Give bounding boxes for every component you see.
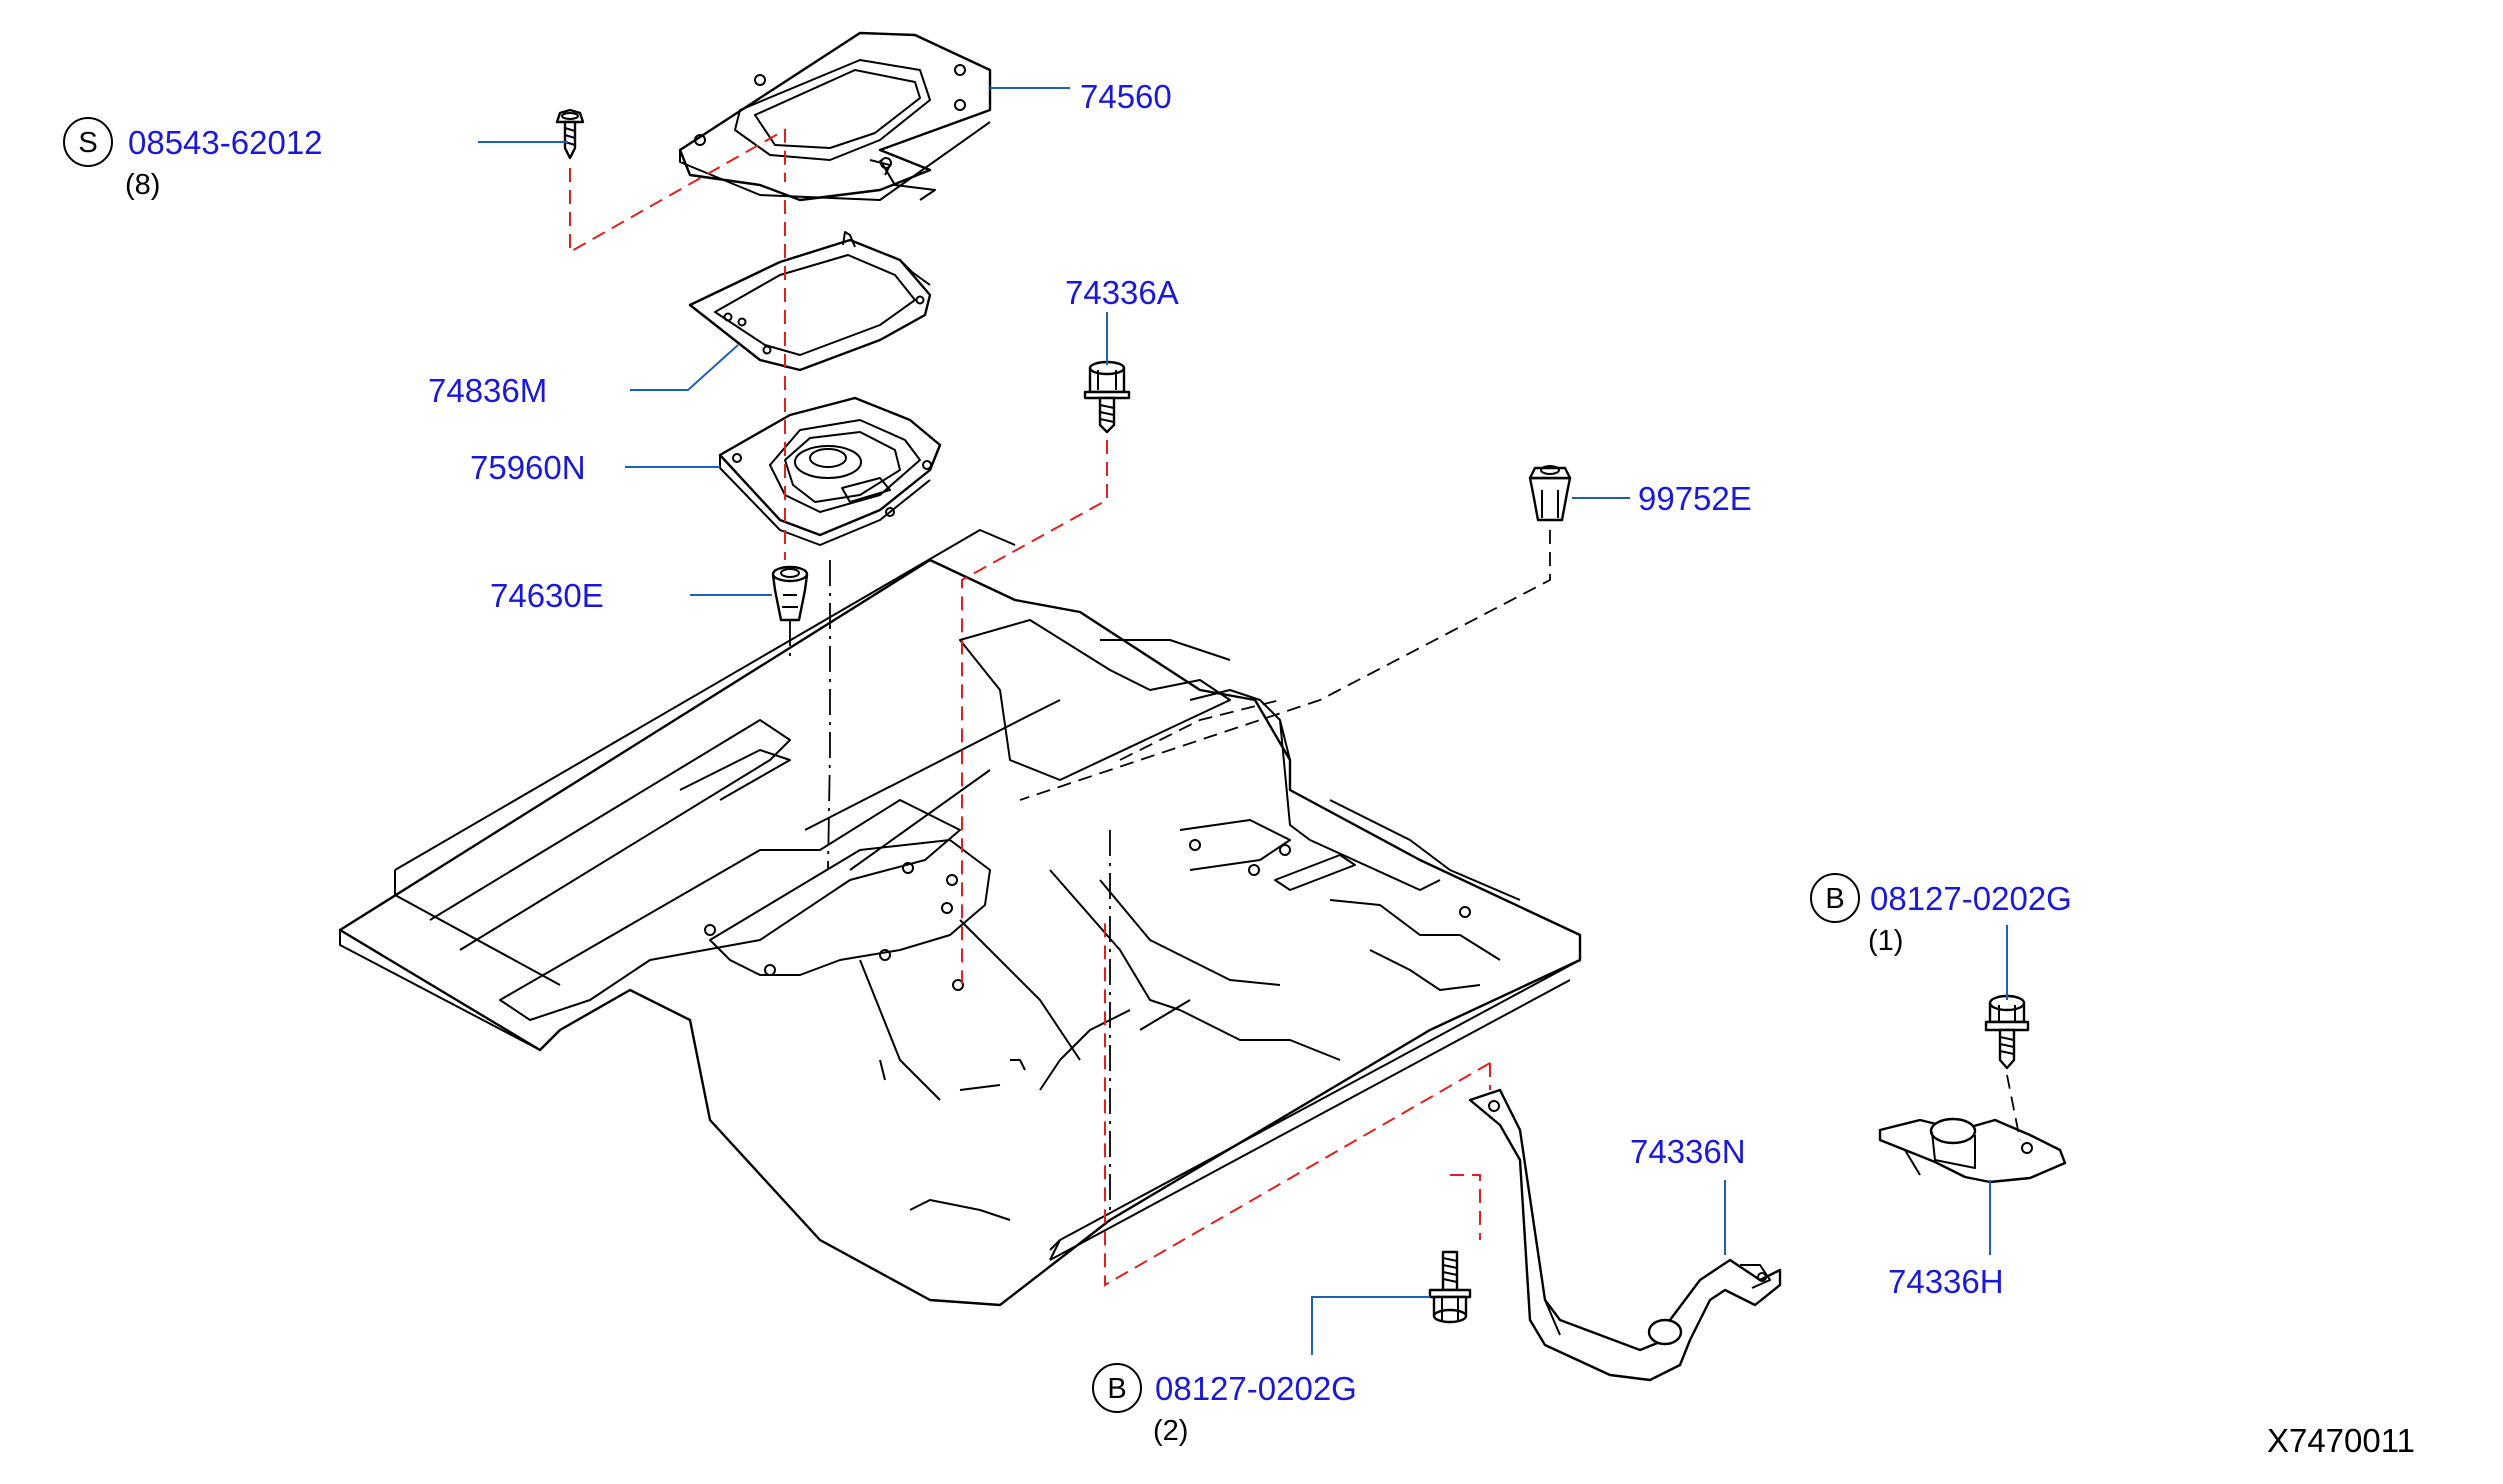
bolt-upper-code-circle bbox=[1810, 873, 1860, 923]
bolt-lower-code-circle bbox=[1092, 1363, 1142, 1413]
bolt-upper-quantity: (1) bbox=[1868, 925, 1903, 957]
clip-74630E bbox=[771, 565, 809, 622]
bolt-lower-part-number[interactable]: 08127-0202G bbox=[1155, 1370, 1357, 1407]
leader-lines bbox=[478, 87, 2008, 1355]
screw-quantity: (8) bbox=[125, 169, 160, 201]
gasket-plate-74836M bbox=[688, 231, 932, 372]
fastener-code-circles bbox=[63, 117, 1860, 1413]
screw-code-circle bbox=[63, 117, 113, 167]
part-number-99752E[interactable]: 99752E bbox=[1638, 480, 1752, 517]
assembly-guide-lines bbox=[569, 128, 2021, 1287]
diagram-reference-code: X7470011 bbox=[2267, 1422, 2415, 1459]
screw-08543-62012 bbox=[555, 108, 585, 160]
part-number-74560[interactable]: 74560 bbox=[1080, 78, 1172, 115]
part-number-74336H[interactable]: 74336H bbox=[1888, 1263, 2004, 1300]
shift-boot-cover-74560 bbox=[678, 31, 992, 202]
bracket-74336H bbox=[1878, 1117, 2067, 1184]
bolt-08127-0202G-lower bbox=[1428, 1250, 1472, 1324]
part-number-74336N[interactable]: 74336N bbox=[1630, 1133, 1746, 1170]
bolt-lower-quantity: (2) bbox=[1153, 1415, 1188, 1447]
screw-part-number[interactable]: 08543-62012 bbox=[128, 124, 323, 161]
bolt-upper-part-number[interactable]: 08127-0202G bbox=[1870, 880, 2072, 917]
bolt-lower-code-letter: B bbox=[1107, 1373, 1126, 1405]
screw-code-letter: S bbox=[78, 127, 97, 159]
part-number-74630E[interactable]: 74630E bbox=[490, 577, 604, 614]
part-number-75960N[interactable]: 75960N bbox=[470, 449, 586, 486]
part-number-74336A[interactable]: 74336A bbox=[1065, 274, 1179, 311]
bracket-74336N bbox=[1468, 1088, 1782, 1382]
bolt-74336A bbox=[1083, 360, 1131, 434]
bolt-08127-0202G-upper bbox=[1984, 994, 2030, 1070]
floor-panel bbox=[338, 529, 1582, 1307]
part-number-74836M[interactable]: 74836M bbox=[428, 372, 547, 409]
bolt-upper-code-letter: B bbox=[1825, 883, 1844, 915]
shift-boot-75960N bbox=[718, 396, 942, 546]
clip-99752E bbox=[1528, 465, 1572, 522]
